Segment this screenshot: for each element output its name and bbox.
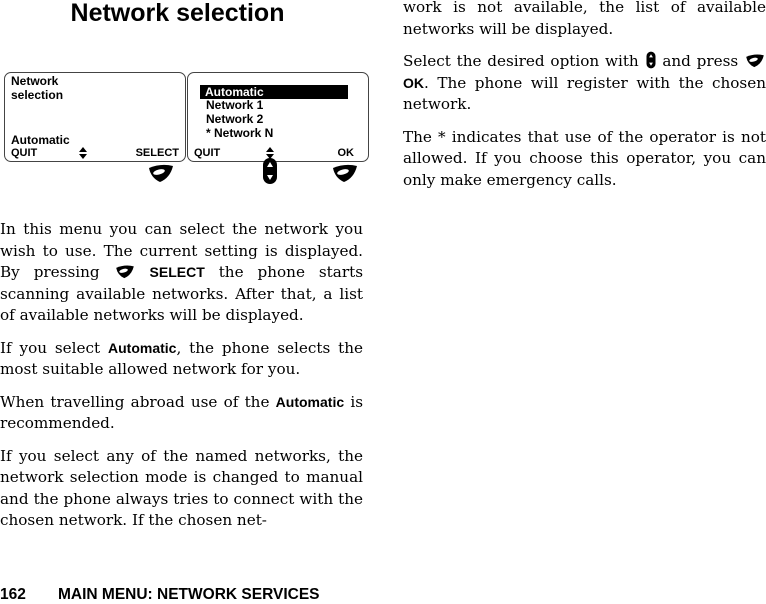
screen-current-setting: Automatic — [11, 133, 70, 147]
paragraph: work is not available, the list of avail… — [403, 0, 766, 38]
network-option[interactable]: * Network N — [206, 126, 274, 140]
softkey-ok[interactable]: OK — [337, 147, 355, 159]
section-title: MAIN MENU: NETWORK SERVICES — [58, 586, 320, 603]
softkey-quit[interactable]: QUIT — [11, 147, 38, 159]
page-heading: Network selection — [70, 0, 285, 27]
inline-key-label: SELECT — [149, 264, 205, 280]
paragraph: If you select any of the named networks,… — [0, 446, 363, 530]
paragraph: The * indicates that use of the operator… — [403, 127, 766, 189]
paragraph: Select the desired option with and press… — [403, 51, 766, 113]
phone-screen-network-selection: Network selection Automatic QUIT SELECT — [4, 72, 186, 162]
inline-key-label: Automatic — [275, 393, 345, 410]
screen-title-line2: selection — [11, 88, 64, 102]
inline-key-label: Automatic — [108, 339, 177, 356]
phone-screen-network-list: Automatic Network 1 Network 2 * Network … — [187, 72, 369, 162]
page-footer: 162 MAIN MENU: NETWORK SERVICES — [0, 586, 320, 604]
network-option-selected[interactable]: Automatic — [200, 85, 348, 99]
up-down-arrows-icon — [79, 147, 87, 159]
left-text-column: In this menu you can select the network … — [0, 219, 363, 543]
inline-key-label: OK — [403, 74, 424, 91]
softkey-press-icon — [333, 164, 357, 182]
softkey-press-icon — [746, 54, 764, 68]
softkey-press-icon — [149, 164, 173, 182]
up-down-arrows-icon — [266, 147, 274, 159]
page-number: 162 — [0, 586, 26, 603]
scroll-key-icon — [263, 158, 277, 184]
softkey-press-icon — [115, 265, 134, 279]
softkey-quit[interactable]: QUIT — [194, 147, 221, 159]
right-text-column: work is not available, the list of avail… — [403, 0, 766, 202]
screen-title-line1: Network — [11, 74, 59, 88]
softkey-select[interactable]: SELECT — [135, 147, 179, 159]
network-option[interactable]: Network 2 — [206, 112, 264, 126]
network-option[interactable]: Network 1 — [206, 98, 264, 112]
paragraph: When travelling abroad use of the Automa… — [0, 392, 363, 433]
paragraph: In this menu you can select the network … — [0, 220, 363, 324]
paragraph: If you select Automatic, the phone selec… — [0, 338, 363, 379]
scroll-key-icon — [646, 51, 656, 69]
